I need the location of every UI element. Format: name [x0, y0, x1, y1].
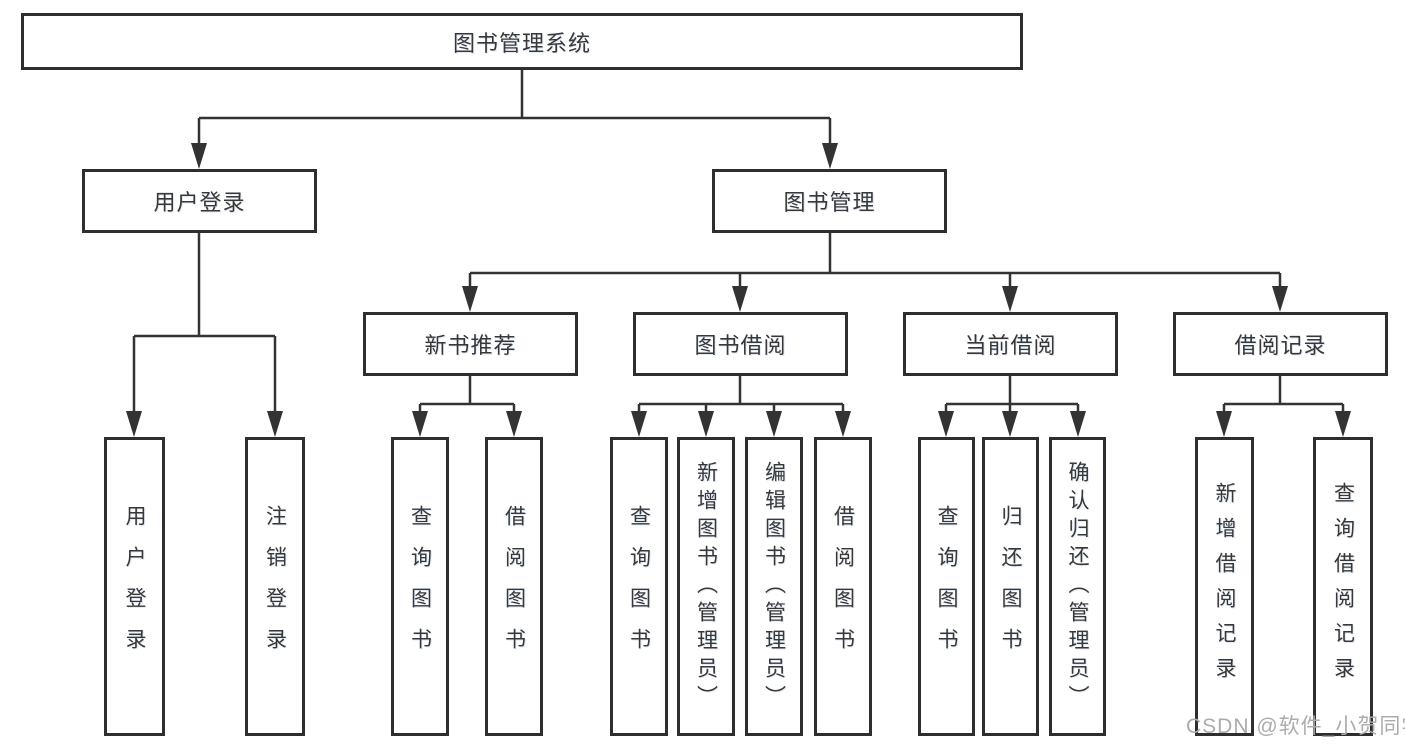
leaf-query-borrow-record: 查询借阅记录 [1313, 437, 1373, 736]
node-library-management-system: 图书管理系统 [21, 13, 1023, 70]
node-label: 借阅图书 [831, 504, 855, 669]
leaf-user-login: 用户登录 [104, 437, 165, 736]
connector-borrow-to-children [637, 376, 845, 411]
node-label: 归还图书 [999, 504, 1022, 669]
node-label: 新增借阅记录 [1213, 481, 1236, 692]
connector-user-login-to-children [132, 233, 277, 411]
node-label: 图书借阅 [694, 333, 787, 358]
leaf-return-books: 归还图书 [982, 437, 1039, 736]
node-book-borrowing: 图书借阅 [633, 312, 848, 376]
connector-root-to-level2 [197, 69, 832, 145]
node-label: 新增图书（管理员） [694, 460, 718, 713]
leaf-add-borrow-record: 新增借阅记录 [1195, 437, 1254, 736]
node-label: 查询借阅记录 [1331, 481, 1355, 692]
connector-current-to-children [944, 376, 1080, 411]
leaf-add-books-admin: 新增图书（管理员） [677, 437, 735, 736]
leaf-borrow-books-borrowing: 借阅图书 [814, 437, 872, 736]
arrowheads-borrow-children [631, 411, 851, 437]
arrowheads-records-children [1216, 411, 1351, 437]
node-user-login: 用户登录 [82, 169, 317, 233]
arrowheads-current-children [938, 411, 1086, 437]
csdn-watermark: CSDN @软件_小贺同学 [1186, 715, 1405, 738]
arrowheads-user-login-children [126, 411, 283, 437]
arrowheads-recommend-children [412, 411, 522, 437]
node-borrow-records: 借阅记录 [1173, 312, 1388, 376]
node-label: 图书管理 [783, 190, 876, 215]
node-label: 借阅记录 [1234, 333, 1327, 358]
node-label: 编辑图书（管理员） [762, 460, 786, 713]
leaf-query-books-recommend: 查询图书 [391, 437, 449, 736]
node-label: 查询图书 [408, 504, 432, 669]
node-current-borrowing: 当前借阅 [903, 312, 1118, 376]
node-label: 确认归还（管理员） [1066, 460, 1089, 713]
leaf-borrow-books-recommend: 借阅图书 [485, 437, 543, 736]
node-label: 注销登录 [263, 504, 287, 669]
leaf-logout: 注销登录 [245, 437, 305, 736]
node-label: 图书管理系统 [452, 30, 591, 56]
node-label: 借阅图书 [502, 504, 526, 669]
connector-records-to-children [1222, 376, 1345, 411]
node-label: 查询图书 [935, 504, 958, 669]
leaf-query-books-current: 查询图书 [918, 437, 975, 736]
connector-book-management-to-level3 [468, 233, 1282, 286]
node-new-book-recommend: 新书推荐 [363, 312, 578, 376]
node-label: 用户登录 [123, 504, 146, 669]
arrowheads-level2 [191, 143, 838, 169]
node-book-management: 图书管理 [712, 169, 947, 233]
connector-recommend-to-children [418, 376, 516, 411]
node-label: 当前借阅 [964, 333, 1057, 358]
leaf-edit-books-admin: 编辑图书（管理员） [745, 437, 803, 736]
node-label: 查询图书 [627, 504, 651, 669]
node-label: 新书推荐 [424, 333, 517, 358]
leaf-confirm-return-admin: 确认归还（管理员） [1049, 437, 1106, 736]
node-label: 用户登录 [153, 190, 246, 215]
arrowheads-level3 [462, 286, 1288, 312]
leaf-query-books-borrowing: 查询图书 [610, 437, 668, 736]
